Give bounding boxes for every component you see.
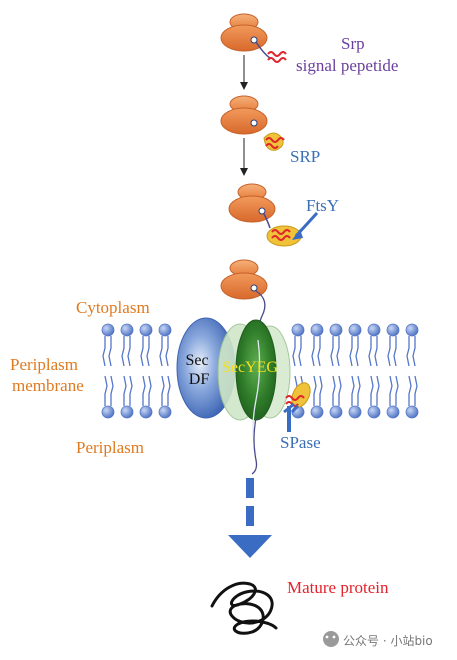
phospholipid bbox=[329, 323, 343, 419]
phospholipid bbox=[139, 323, 153, 419]
label-periplasm: Periplasm bbox=[76, 438, 144, 457]
label-srp: Srp bbox=[341, 34, 365, 53]
label-periplasm-membrane-2: membrane bbox=[12, 376, 84, 395]
phospholipid bbox=[348, 323, 362, 419]
wechat-logo-icon bbox=[323, 631, 339, 647]
label-srp-particle: SRP bbox=[290, 147, 321, 166]
ribosome-2 bbox=[220, 95, 285, 151]
phospholipid bbox=[158, 323, 172, 419]
watermark-text: 公众号 · 小站bio bbox=[343, 634, 433, 648]
spase-enzyme bbox=[283, 382, 311, 432]
label-spase: SPase bbox=[280, 433, 321, 452]
exiting-peptide bbox=[251, 417, 258, 475]
label-ftsy: FtsY bbox=[306, 196, 340, 215]
signal-peptide-helix-1 bbox=[267, 51, 287, 57]
label-mature-protein: Mature protein bbox=[287, 578, 389, 597]
label-secyeg: SecYEG bbox=[222, 359, 278, 376]
label-cytoplasm: Cytoplasm bbox=[76, 298, 150, 317]
phospholipid bbox=[367, 323, 381, 419]
label-secdf-2: DF bbox=[188, 371, 210, 388]
label-periplasm-membrane-1: Periplasm bbox=[10, 355, 78, 374]
secretion-arrow bbox=[228, 478, 272, 558]
phospholipid bbox=[310, 323, 324, 419]
phospholipid bbox=[101, 323, 115, 419]
ribosome-3 bbox=[228, 183, 319, 247]
phospholipid bbox=[120, 323, 134, 419]
phospholipid bbox=[405, 323, 419, 419]
phospholipid bbox=[386, 323, 400, 419]
lipid-bilayer bbox=[101, 323, 419, 419]
mature-protein-coil bbox=[210, 581, 278, 635]
ribosome-1 bbox=[220, 13, 287, 63]
label-secdf-1: Sec bbox=[185, 352, 209, 369]
label-signal-peptide: signal pepetide bbox=[296, 56, 399, 75]
